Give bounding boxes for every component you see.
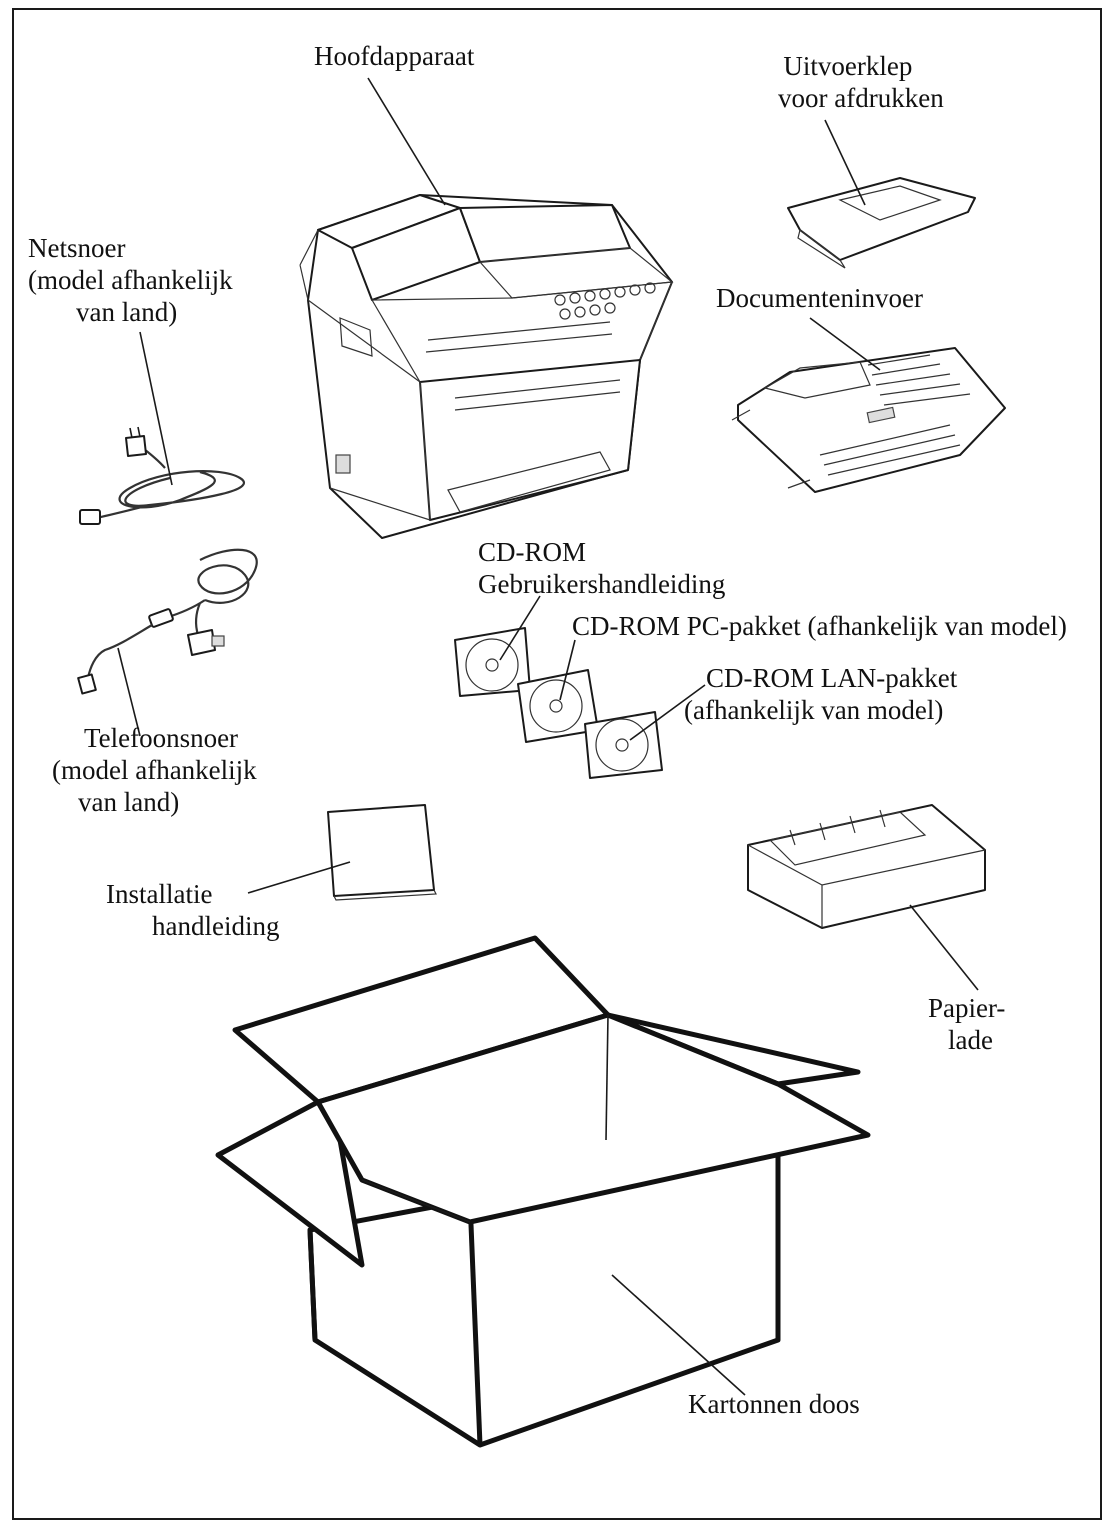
cd-rom-user-guide-label: CD-ROM Gebruikershandleiding bbox=[478, 536, 725, 600]
cd-rom-lan-kit-illustration bbox=[584, 711, 663, 779]
cd-rom-user-guide-label-line-2: Gebruikershandleiding bbox=[478, 569, 726, 599]
document-feeder-illustration bbox=[731, 347, 1006, 493]
phone-cord-label-line-1: Telefoonsnoer bbox=[84, 723, 239, 753]
document-feeder-label-text: Documenteninvoer bbox=[716, 283, 923, 313]
power-cord-label: Netsnoer (model afhankelijk van land) bbox=[28, 232, 233, 328]
phone-cord-label-line-2: (model afhankelijk bbox=[52, 755, 257, 785]
output-flap-label-line-1: Uitvoerklep bbox=[783, 51, 913, 81]
main-unit-label: Hoofdapparaat bbox=[314, 40, 474, 72]
power-cord-label-line-2: (model afhankelijk bbox=[28, 265, 233, 295]
keypad-buttons bbox=[554, 282, 656, 320]
paper-tray-label-line-1: Papier- bbox=[928, 993, 1006, 1023]
phone-cord-illustration bbox=[77, 548, 258, 695]
carton-box-label-text: Kartonnen doos bbox=[688, 1389, 860, 1419]
installation-guide-label-line-2: handleiding bbox=[152, 911, 280, 941]
power-cord-label-line-1: Netsnoer bbox=[28, 233, 126, 263]
installation-guide-label: Installatie handleiding bbox=[106, 878, 279, 942]
cd-rom-user-guide-label-line-1: CD-ROM bbox=[478, 537, 587, 567]
output-flap-illustration bbox=[787, 177, 976, 269]
paper-tray-illustration bbox=[747, 804, 986, 929]
cd-rom-pc-kit-label-text: CD-ROM PC-pakket (afhankelijk van model) bbox=[572, 611, 1067, 641]
paper-tray-label-line-2: lade bbox=[948, 1025, 993, 1055]
main-unit-label-text: Hoofdapparaat bbox=[314, 41, 475, 71]
main-unit-illustration bbox=[299, 194, 674, 539]
installation-guide-label-line-1: Installatie bbox=[106, 879, 213, 909]
cd-rom-lan-kit-label-line-2: (afhankelijk van model) bbox=[684, 695, 944, 725]
leader-lines bbox=[117, 77, 979, 1396]
power-cord-illustration bbox=[79, 426, 245, 525]
installation-booklet-illustration bbox=[327, 804, 437, 901]
diagram-frame bbox=[12, 8, 1102, 1520]
carton-box-illustration bbox=[215, 935, 871, 1448]
paper-tray-label: Papier- lade bbox=[928, 992, 1005, 1056]
output-flap-label: Uitvoerklep voor afdrukken bbox=[752, 50, 944, 114]
feeder-ribs bbox=[819, 354, 971, 476]
carton-box-label: Kartonnen doos bbox=[688, 1388, 860, 1420]
output-flap-label-line-2: voor afdrukken bbox=[778, 83, 944, 113]
cd-rom-user-guide-illustration bbox=[454, 627, 531, 697]
cd-rom-lan-kit-label: CD-ROM LAN-pakket (afhankelijk van model… bbox=[684, 662, 957, 726]
phone-cord-label-line-3: van land) bbox=[78, 787, 180, 817]
cd-rom-lan-kit-label-line-1: CD-ROM LAN-pakket bbox=[706, 663, 958, 693]
cd-rom-pc-kit-label: CD-ROM PC-pakket (afhankelijk van model) bbox=[572, 610, 1067, 642]
phone-cord-label: Telefoonsnoer (model afhankelijk van lan… bbox=[52, 722, 257, 818]
document-feeder-label: Documenteninvoer bbox=[716, 282, 923, 314]
power-cord-label-line-3: van land) bbox=[76, 297, 178, 327]
